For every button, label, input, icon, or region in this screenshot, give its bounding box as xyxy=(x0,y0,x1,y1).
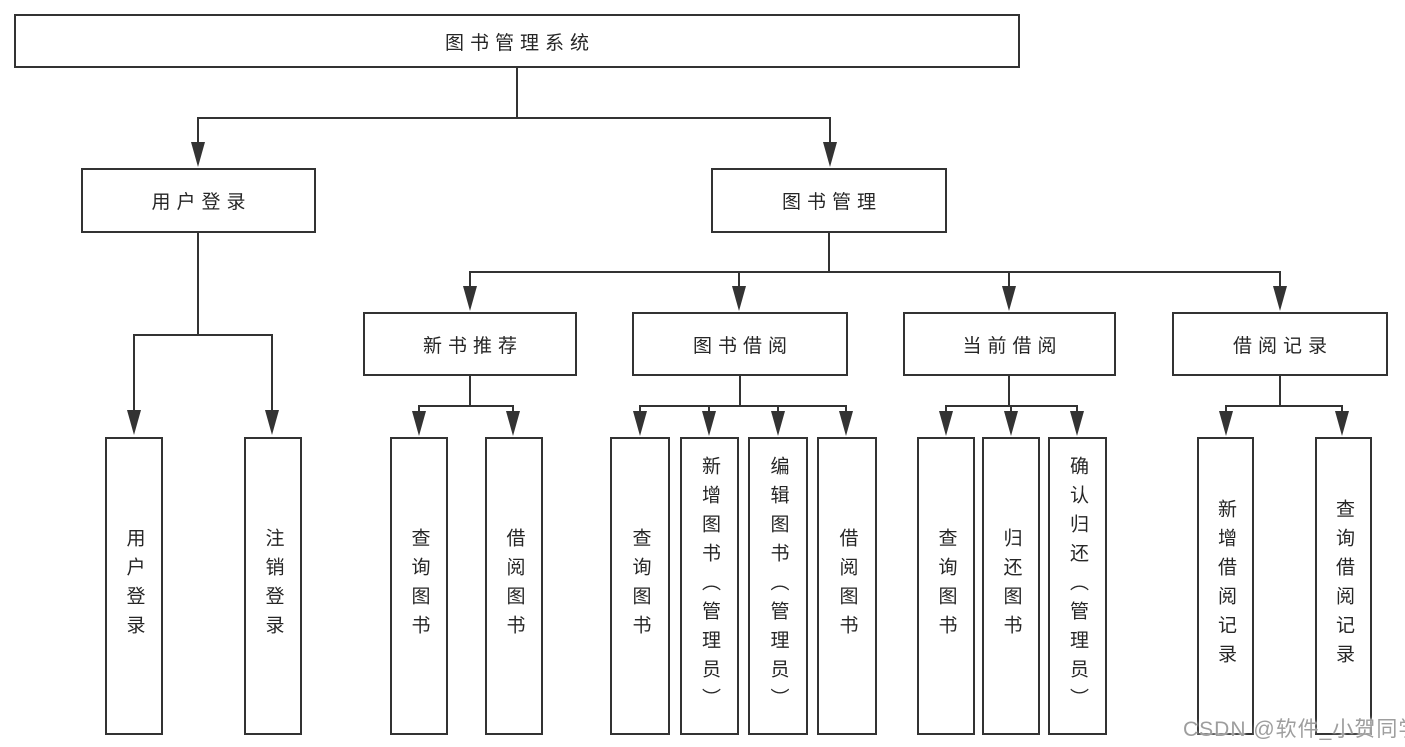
connector-arrowhead xyxy=(127,410,141,435)
connector-arrowhead xyxy=(1273,286,1287,311)
leaf-label: 查询图书 xyxy=(629,528,651,644)
connector-line xyxy=(418,405,420,413)
node-borrowing-records: 借阅记录 xyxy=(1172,312,1388,376)
leaf-label: 确认归还（管理员） xyxy=(1067,455,1088,717)
connector-arrowhead xyxy=(771,411,785,436)
leaf-label: 新增借阅记录 xyxy=(1215,499,1236,673)
node-new-book-recommend: 新书推荐 xyxy=(363,312,577,376)
connector-arrowhead xyxy=(839,411,853,436)
connector-line xyxy=(1279,376,1281,407)
connector-arrowhead xyxy=(732,286,746,311)
connector-line xyxy=(739,376,741,407)
node-book-management: 图书管理 xyxy=(711,168,947,233)
leaf-logout: 注销登录 xyxy=(244,437,302,735)
leaf-label: 借阅图书 xyxy=(836,528,858,644)
node-root-system: 图书管理系统 xyxy=(14,14,1020,68)
connector-line xyxy=(708,405,710,413)
leaf-add-books-admin: 新增图书（管理员） xyxy=(680,437,739,735)
watermark-text: CSDN @软件_小贺同学 xyxy=(1183,718,1405,741)
leaf-label: 注销登录 xyxy=(262,528,284,644)
connector-line xyxy=(133,334,273,336)
connector-line xyxy=(469,271,471,289)
connector-line xyxy=(197,117,831,119)
connector-arrowhead xyxy=(1002,286,1016,311)
connector-line xyxy=(512,405,514,413)
leaf-confirm-return-admin: 确认归还（管理员） xyxy=(1048,437,1107,735)
leaf-label: 新增图书（管理员） xyxy=(699,455,720,717)
connector-arrowhead xyxy=(702,411,716,436)
leaf-label: 借阅图书 xyxy=(503,528,525,644)
connector-arrowhead xyxy=(412,411,426,436)
leaf-label: 编辑图书（管理员） xyxy=(767,455,789,717)
connector-line xyxy=(777,405,779,413)
connector-line xyxy=(1225,405,1227,413)
leaf-query-books-recommend: 查询图书 xyxy=(390,437,448,735)
connector-arrowhead xyxy=(939,411,953,436)
connector-line xyxy=(1008,271,1010,289)
connector-line xyxy=(738,271,740,289)
connector-arrowhead xyxy=(1335,411,1349,436)
leaf-label: 查询图书 xyxy=(935,528,957,644)
leaf-label: 用户登录 xyxy=(123,528,145,644)
connector-line xyxy=(516,68,518,118)
node-book-borrowing: 图书借阅 xyxy=(632,312,848,376)
leaf-query-books-current: 查询图书 xyxy=(917,437,975,735)
connector-line xyxy=(1279,271,1281,289)
leaf-borrow-books-recommend: 借阅图书 xyxy=(485,437,543,735)
connector-line xyxy=(639,405,847,407)
connector-line xyxy=(197,233,199,336)
leaf-edit-books-admin: 编辑图书（管理员） xyxy=(748,437,808,735)
connector-line xyxy=(271,334,273,412)
connector-line xyxy=(133,334,135,412)
connector-line xyxy=(639,405,641,413)
connector-line xyxy=(1225,405,1343,407)
connector-arrowhead xyxy=(463,286,477,311)
connector-arrowhead xyxy=(1004,411,1018,436)
leaf-borrow-books-borrowing: 借阅图书 xyxy=(817,437,877,735)
connector-arrowhead xyxy=(506,411,520,436)
connector-line xyxy=(845,405,847,413)
node-user-login: 用户登录 xyxy=(81,168,316,233)
connector-arrowhead xyxy=(1219,411,1233,436)
connector-line xyxy=(828,233,830,273)
connector-line xyxy=(469,376,471,407)
connector-line xyxy=(829,117,831,144)
leaf-query-borrow-record: 查询借阅记录 xyxy=(1315,437,1372,735)
leaf-label: 查询图书 xyxy=(408,528,430,644)
connector-arrowhead xyxy=(1070,411,1084,436)
connector-arrowhead xyxy=(191,142,205,167)
connector-arrowhead xyxy=(823,142,837,167)
leaf-user-login: 用户登录 xyxy=(105,437,163,735)
leaf-label: 查询借阅记录 xyxy=(1333,499,1354,673)
connector-line xyxy=(1010,405,1012,413)
connector-line xyxy=(1341,405,1343,413)
leaf-add-borrow-record: 新增借阅记录 xyxy=(1197,437,1254,735)
connector-arrowhead xyxy=(265,410,279,435)
leaf-return-books: 归还图书 xyxy=(982,437,1040,735)
connector-line xyxy=(945,405,947,413)
connector-line xyxy=(1076,405,1078,413)
connector-line xyxy=(418,405,514,407)
connector-line xyxy=(197,117,199,144)
leaf-label: 归还图书 xyxy=(1000,528,1022,644)
connector-line xyxy=(1008,376,1010,407)
connector-line xyxy=(469,271,1281,273)
node-current-borrowing: 当前借阅 xyxy=(903,312,1116,376)
leaf-query-books-borrowing: 查询图书 xyxy=(610,437,670,735)
connector-arrowhead xyxy=(633,411,647,436)
